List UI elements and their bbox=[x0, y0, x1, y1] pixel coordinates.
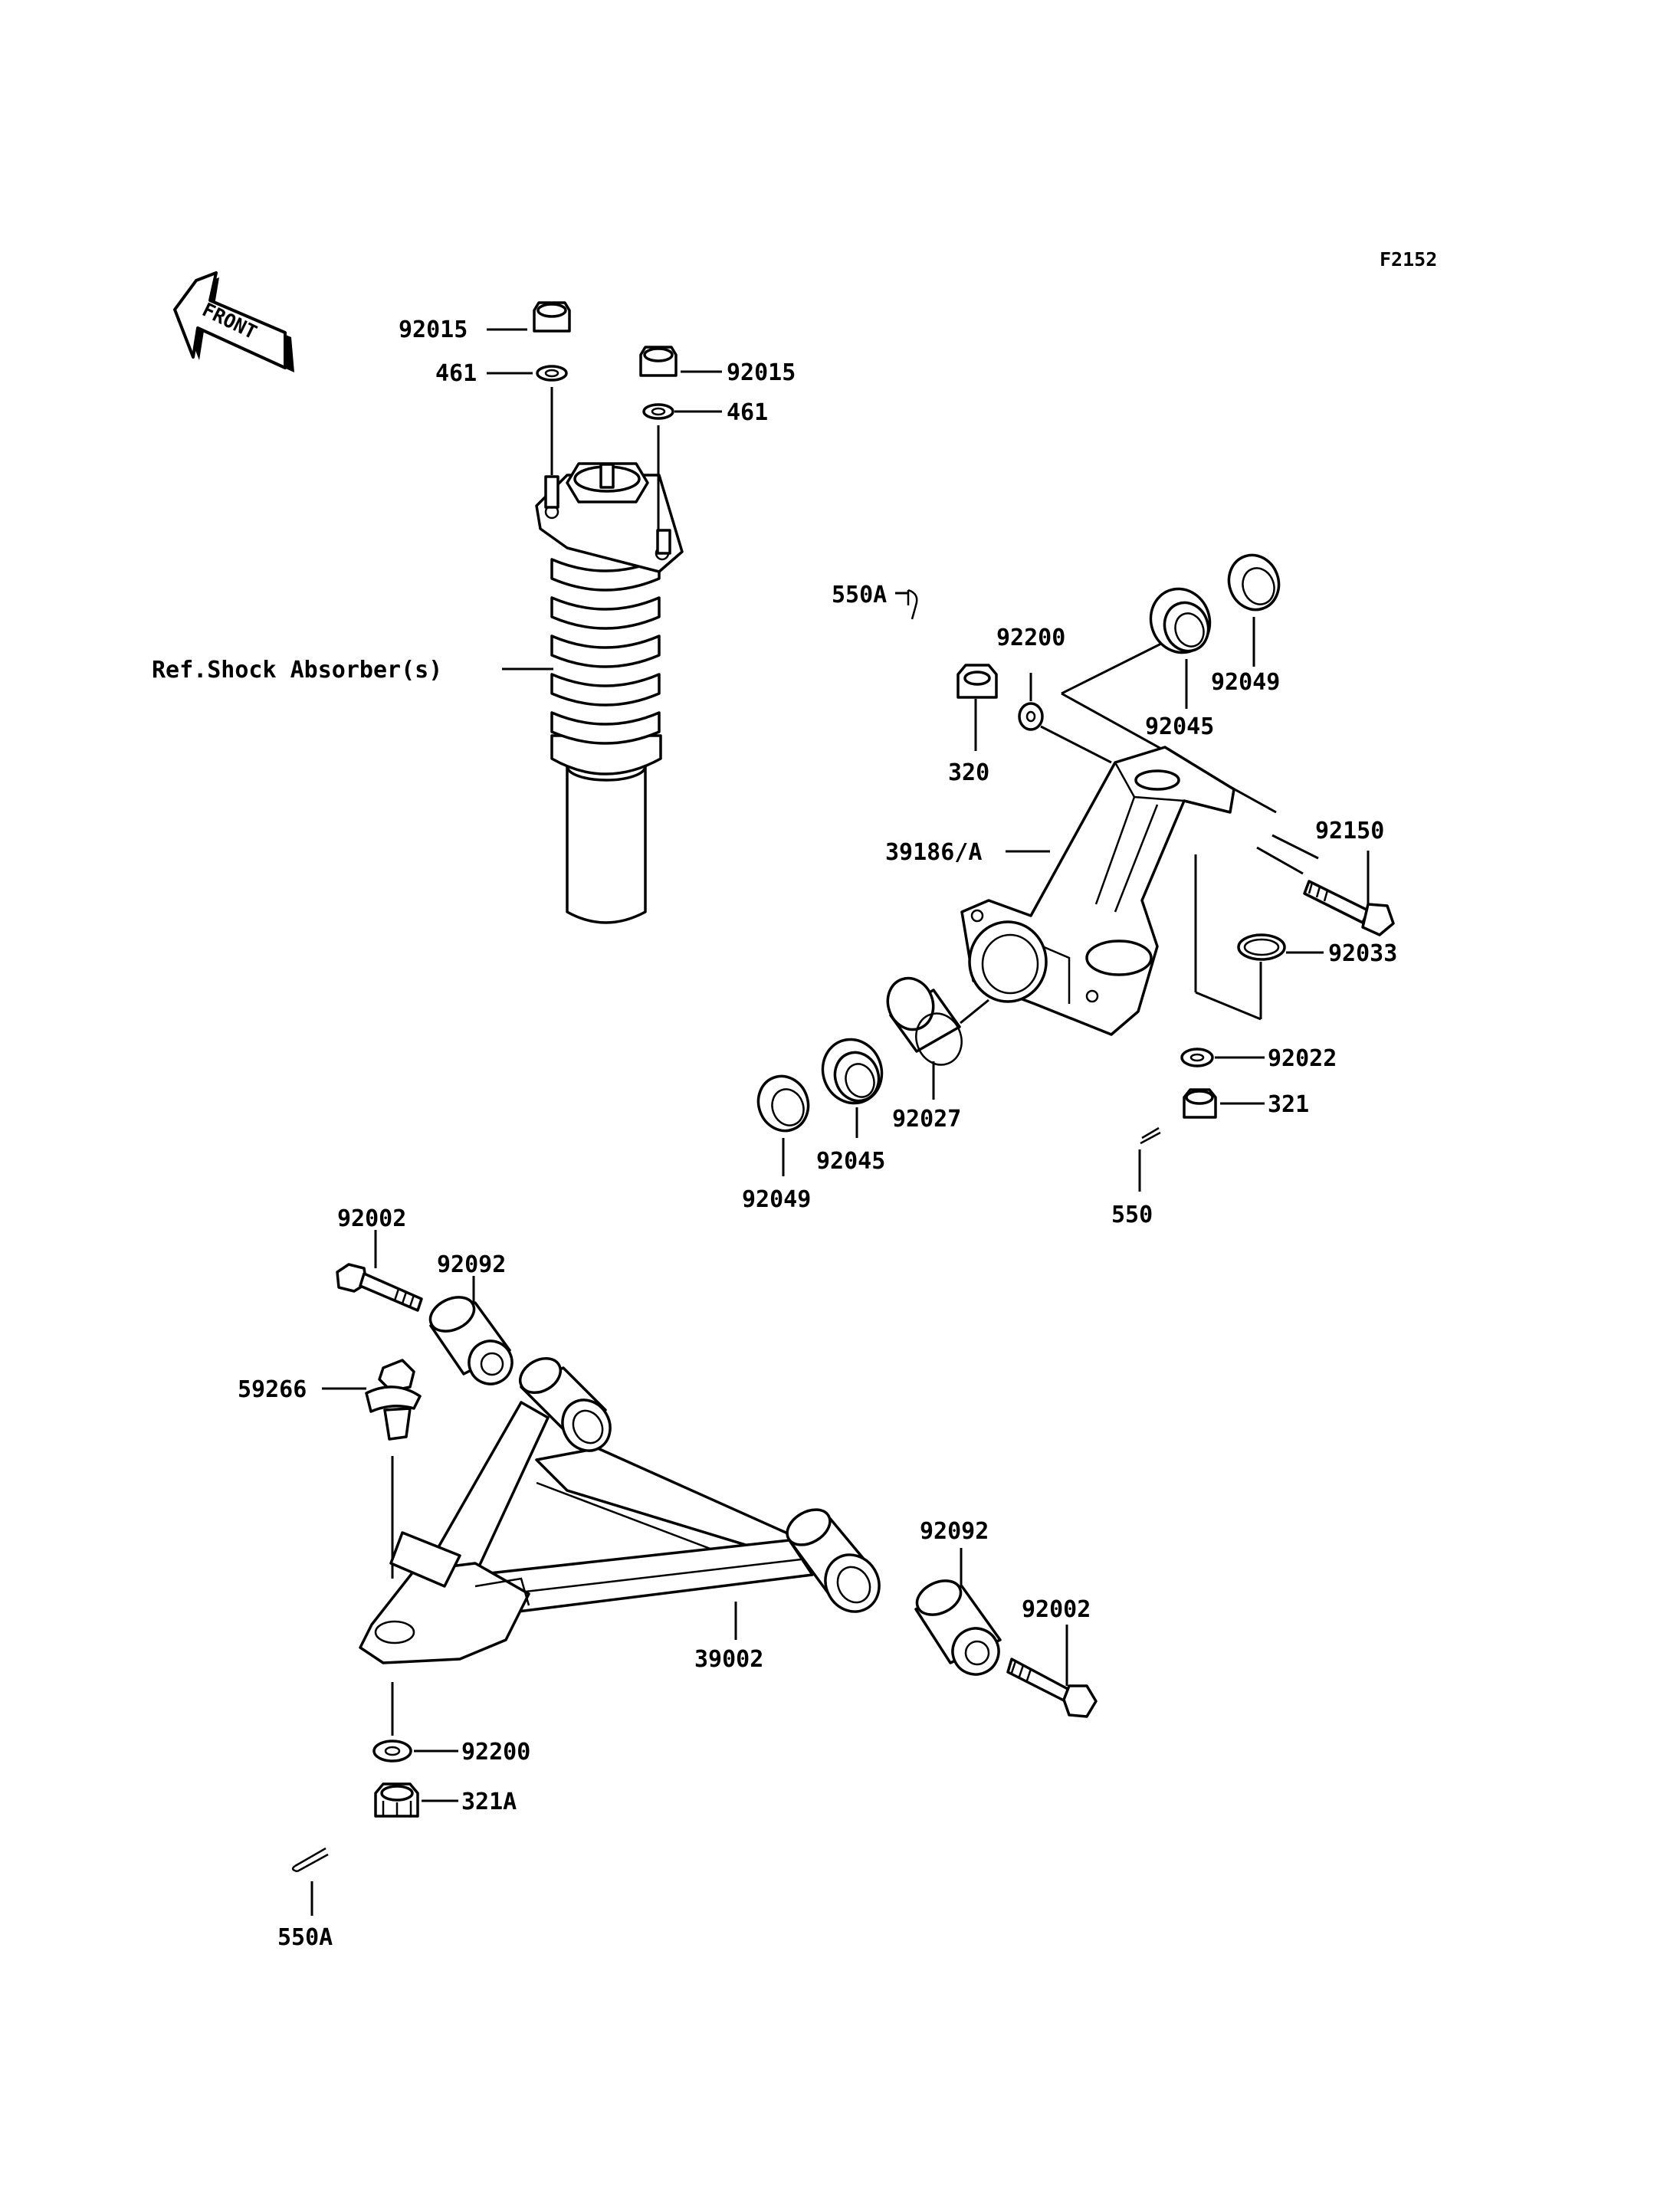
lock-washer-461-right bbox=[642, 403, 674, 420]
spacer-92027 bbox=[886, 976, 963, 1066]
label-92049-bottom: 92049 bbox=[742, 1186, 811, 1213]
castle-nut-320 bbox=[956, 664, 998, 699]
bushing-92092-right bbox=[914, 1579, 1002, 1676]
label-461-left: 461 bbox=[435, 360, 477, 387]
front-arrow-icon: FRONT bbox=[173, 271, 294, 372]
label-550A-bottom: 550A bbox=[277, 1924, 333, 1951]
washer-92022 bbox=[1180, 1048, 1214, 1067]
label-92022: 92022 bbox=[1268, 1045, 1337, 1072]
oil-seal-92049-top bbox=[1227, 553, 1281, 612]
label-92049-top: 92049 bbox=[1211, 669, 1280, 696]
bolt-92002-left bbox=[336, 1263, 423, 1312]
bolt-92002-right bbox=[1006, 1658, 1098, 1718]
label-92092-left: 92092 bbox=[437, 1251, 506, 1278]
bolt-92150 bbox=[1303, 880, 1395, 936]
label-550A-top: 550A bbox=[832, 582, 887, 608]
lower-a-arm-39002 bbox=[359, 1356, 881, 1664]
nut-92015-right bbox=[639, 346, 678, 377]
label-92200-bottom: 92200 bbox=[461, 1739, 530, 1766]
label-92027: 92027 bbox=[892, 1106, 961, 1133]
label-92002-right: 92002 bbox=[1022, 1596, 1091, 1623]
label-92015-left: 92015 bbox=[399, 316, 468, 343]
label-92015-right: 92015 bbox=[727, 359, 796, 386]
bearing-92045-bottom bbox=[821, 1038, 884, 1105]
shock-absorber bbox=[535, 462, 684, 924]
nut-92015-left bbox=[533, 301, 571, 333]
steering-knuckle-39186A bbox=[960, 746, 1235, 1036]
washer-92200-top bbox=[1018, 702, 1044, 731]
label-92002-left: 92002 bbox=[337, 1205, 406, 1232]
circlip-92033 bbox=[1237, 933, 1286, 961]
label-461-right: 461 bbox=[727, 399, 768, 426]
label-92092-right: 92092 bbox=[920, 1518, 989, 1545]
cotter-pin-550A-top bbox=[907, 589, 918, 620]
lock-washer-461-left bbox=[536, 365, 568, 382]
label-39002: 39002 bbox=[694, 1646, 763, 1673]
oil-seal-92049-bottom bbox=[756, 1074, 810, 1133]
cotter-pin-550 bbox=[1140, 1126, 1161, 1145]
washer-92200-bottom bbox=[372, 1740, 412, 1763]
label-550: 550 bbox=[1111, 1202, 1153, 1228]
label-320: 320 bbox=[948, 759, 989, 786]
castle-nut-321A bbox=[374, 1782, 419, 1818]
label-92150: 92150 bbox=[1315, 818, 1384, 844]
label-59266: 59266 bbox=[238, 1376, 307, 1403]
label-39186A: 39186/A bbox=[885, 839, 982, 866]
ball-joint-59266 bbox=[365, 1359, 422, 1441]
label-92045-top: 92045 bbox=[1145, 713, 1214, 740]
label-321: 321 bbox=[1268, 1091, 1309, 1118]
label-92045-bottom: 92045 bbox=[816, 1148, 885, 1175]
cotter-pin-550A-bottom bbox=[291, 1847, 329, 1873]
label-321A: 321A bbox=[461, 1789, 517, 1815]
castle-nut-321 bbox=[1183, 1088, 1217, 1119]
shock-absorber-reference: Ref.Shock Absorber(s) bbox=[152, 657, 442, 684]
bearing-92045-top bbox=[1149, 587, 1212, 654]
bushing-92092-left bbox=[428, 1296, 514, 1385]
label-92200-top: 92200 bbox=[996, 625, 1065, 651]
label-92033: 92033 bbox=[1328, 940, 1397, 967]
figure-code: F2152 bbox=[1380, 248, 1437, 271]
